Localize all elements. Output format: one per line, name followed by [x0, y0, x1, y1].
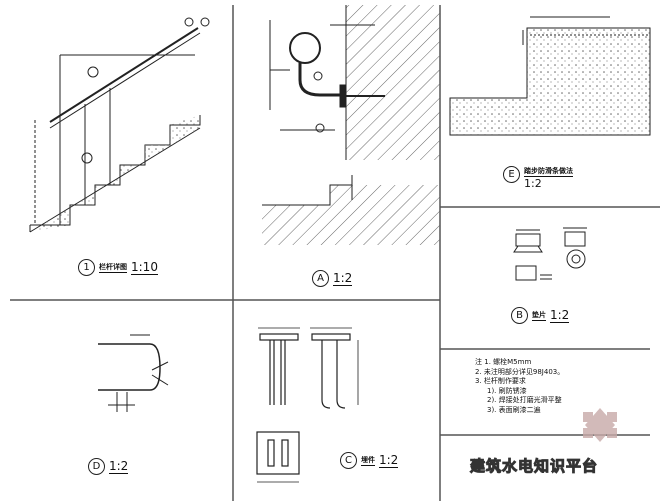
detail-a-label: A 1:2	[312, 270, 353, 287]
detail-scale: 1:2	[550, 308, 570, 323]
detail-1-label: 1 栏杆详图 1:10	[78, 259, 158, 276]
note-subline: 2). 焊接处打磨光滑平整	[487, 396, 562, 404]
note-subline: 1). 刷防锈漆	[487, 386, 527, 395]
detail-title: 踏步防滑条做法	[524, 167, 573, 177]
anti-slip-strip-drawing	[449, 16, 651, 136]
note-line: 1. 螺栓M5mm	[484, 358, 532, 366]
detail-marker: C	[340, 452, 357, 469]
watermark-logo	[583, 408, 617, 442]
detail-title: 栏杆详图	[99, 263, 127, 273]
notes-prefix: 注	[475, 358, 482, 366]
detail-b-label: B 垫片 1:2	[511, 307, 570, 324]
detail-marker: D	[88, 458, 105, 475]
handrail-bracket-drawing	[262, 5, 440, 245]
detail-scale: 1:2	[109, 459, 129, 474]
watermark-text: 建筑水电知识平台	[469, 457, 599, 476]
detail-marker: E	[503, 166, 520, 183]
general-notes: 注 1. 螺栓M5mm 2. 未注明部分详见98J403。 3. 栏杆制作要求 …	[475, 358, 564, 415]
embedded-part-drawing	[256, 327, 359, 483]
stair-railing-drawing	[29, 17, 210, 233]
detail-title: 埋件	[361, 456, 375, 466]
detail-c-label: C 埋件 1:2	[340, 452, 399, 469]
detail-marker: A	[312, 270, 329, 287]
detail-e-label: E 踏步防滑条做法 1:2	[503, 166, 573, 190]
detail-marker: 1	[78, 259, 95, 276]
detail-scale: 1:2	[333, 271, 353, 286]
detail-scale: 1:10	[131, 260, 158, 275]
detail-scale: 1:2	[524, 177, 542, 190]
detail-title: 垫片	[532, 311, 546, 321]
detail-d-label: D 1:2	[88, 458, 129, 475]
washer-parts-drawing	[513, 227, 587, 281]
note-subline: 3). 表面刷漆二遍	[487, 405, 541, 414]
note-line: 3. 栏杆制作要求	[475, 377, 526, 385]
note-line: 2. 未注明部分详见98J403。	[475, 367, 565, 376]
detail-scale: 1:2	[379, 453, 399, 468]
handrail-section-drawing	[98, 334, 169, 412]
detail-marker: B	[511, 307, 528, 324]
